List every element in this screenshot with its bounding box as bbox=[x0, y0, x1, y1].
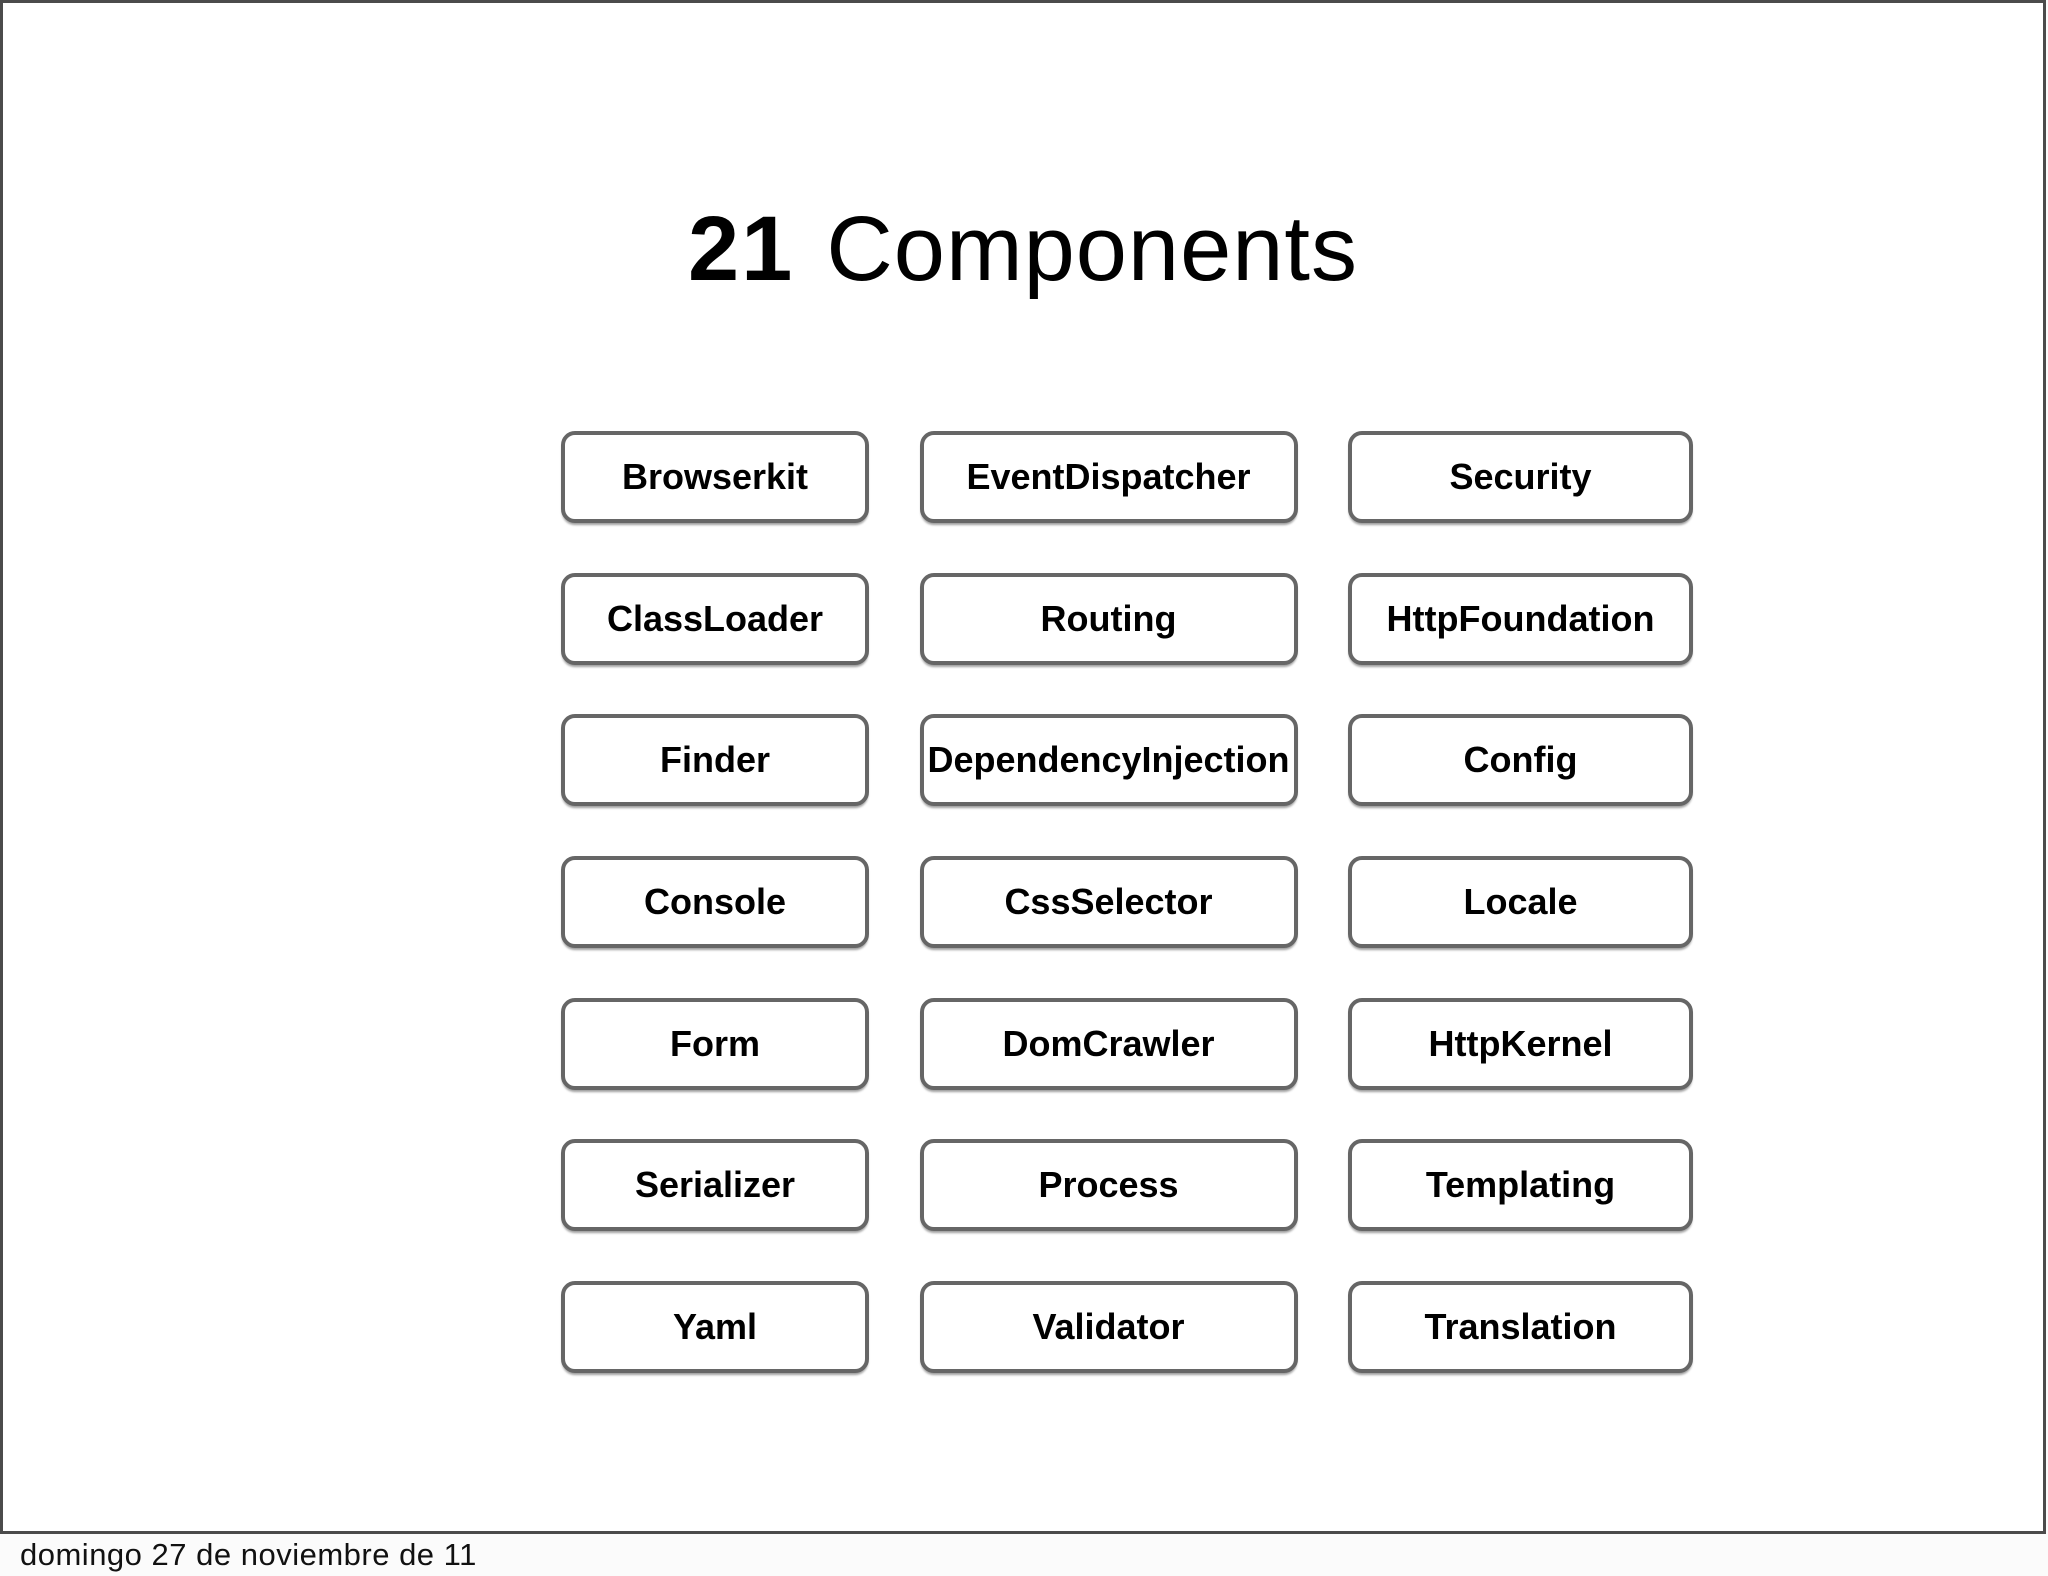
title-number: 21 bbox=[688, 198, 795, 300]
component-box-locale: Locale bbox=[1348, 856, 1693, 949]
component-label: Form bbox=[670, 1022, 760, 1064]
component-label: Yaml bbox=[672, 1306, 758, 1348]
component-box-browserkit: Browserkit bbox=[561, 431, 869, 523]
title-text: Components bbox=[826, 198, 1358, 300]
component-box-console: Console bbox=[561, 856, 869, 949]
component-label: Translation bbox=[1424, 1306, 1617, 1348]
component-label: Routing bbox=[1040, 597, 1177, 639]
footer-bar: domingo 27 de noviembre de 11 bbox=[0, 1534, 2048, 1576]
component-box-dependencyinjection: DependencyInjection bbox=[919, 714, 1298, 807]
component-box-httpkernel: HttpKernel bbox=[1348, 997, 1693, 1090]
component-box-validator: Validator bbox=[919, 1281, 1298, 1374]
component-box-config: Config bbox=[1348, 714, 1693, 807]
component-label: CssSelector bbox=[1004, 881, 1213, 923]
component-box-translation: Translation bbox=[1348, 1281, 1693, 1374]
component-label: Config bbox=[1463, 739, 1578, 781]
component-box-serializer: Serializer bbox=[561, 1139, 869, 1232]
component-label: DomCrawler bbox=[1002, 1022, 1215, 1064]
component-label: Templating bbox=[1425, 1164, 1616, 1206]
component-box-httpfoundation: HttpFoundation bbox=[1348, 572, 1693, 665]
footer-date: domingo 27 de noviembre de 11 bbox=[20, 1537, 477, 1572]
component-label: Console bbox=[643, 881, 786, 923]
component-label: HttpFoundation bbox=[1386, 597, 1655, 639]
component-box-templating: Templating bbox=[1348, 1139, 1693, 1232]
component-label: Serializer bbox=[634, 1164, 796, 1206]
component-box-security: Security bbox=[1348, 431, 1693, 523]
component-label: HttpKernel bbox=[1428, 1022, 1613, 1064]
component-box-yaml: Yaml bbox=[561, 1281, 869, 1374]
component-box-domcrawler: DomCrawler bbox=[919, 997, 1298, 1090]
component-label: Locale bbox=[1463, 881, 1578, 923]
component-label: Validator bbox=[1032, 1306, 1185, 1348]
component-label: DependencyInjection bbox=[927, 739, 1290, 781]
component-box-routing: Routing bbox=[919, 572, 1298, 665]
component-label: EventDispatcher bbox=[966, 456, 1251, 497]
component-box-classloader: ClassLoader bbox=[561, 572, 869, 665]
component-label: Process bbox=[1038, 1164, 1179, 1206]
component-box-form: Form bbox=[561, 997, 869, 1090]
component-label: Browserkit bbox=[621, 456, 809, 497]
component-label: Security bbox=[1449, 456, 1592, 497]
component-box-eventdispatcher: EventDispatcher bbox=[919, 431, 1298, 523]
component-label: Finder bbox=[659, 739, 770, 781]
component-box-process: Process bbox=[919, 1139, 1298, 1232]
component-box-cssselector: CssSelector bbox=[919, 856, 1298, 949]
component-label: ClassLoader bbox=[606, 597, 824, 639]
component-box-finder: Finder bbox=[561, 714, 869, 807]
